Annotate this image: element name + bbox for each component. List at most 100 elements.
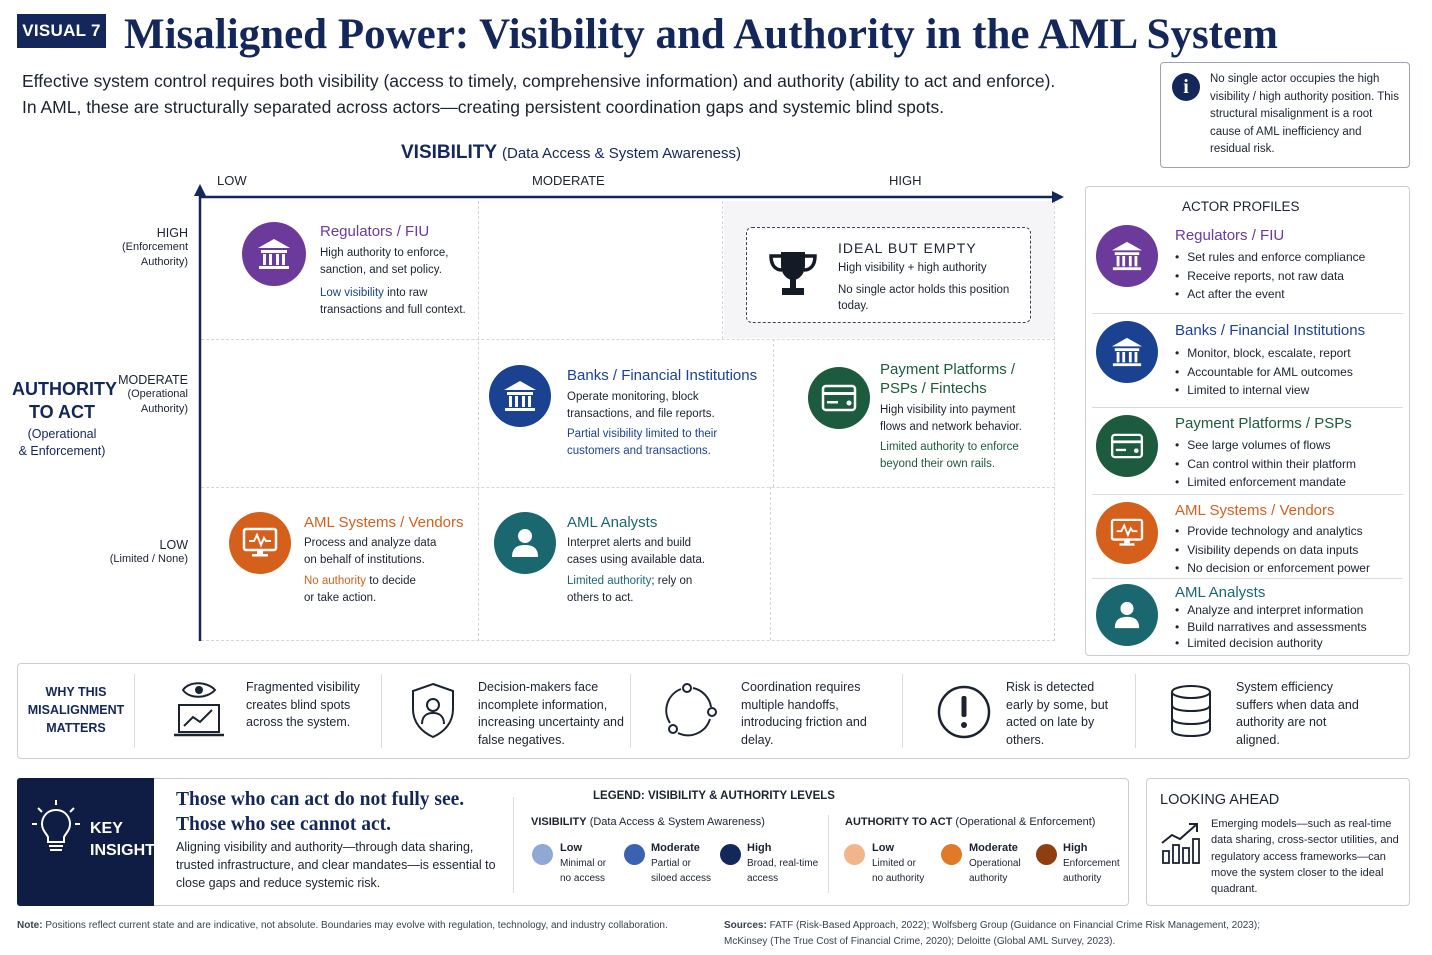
profile-bullet: Analyze and interpret information (1175, 602, 1367, 619)
footer-sources-label: Sources: (724, 920, 767, 931)
profile-bullet: Accountable for AML outcomes (1175, 363, 1353, 382)
cycle-icon (665, 683, 717, 737)
authority-title-line1: AUTHORITY (12, 379, 117, 399)
ideal-line-2: No single actor holds this position (838, 283, 1010, 296)
user-icon (1096, 584, 1158, 646)
legend-divider (513, 797, 514, 893)
looking-ahead-title: LOOKING AHEAD (1160, 792, 1280, 808)
legend-auth-moderate-name: Moderate (969, 842, 1018, 854)
banks-highlight-1: Partial visibility limited to their (567, 428, 718, 440)
profile-name: Payment Platforms / PSPs (1175, 415, 1352, 432)
ideal-line-3: today. (838, 300, 869, 312)
monitor-chart-icon (229, 512, 291, 574)
legend-title: LEGEND: VISIBILITY & AUTHORITY LEVELS (593, 790, 835, 802)
actor-profiles-panel: ACTOR PROFILES Regulators / FIU Set rule… (1085, 186, 1410, 656)
legend-swatch-auth-moderate (941, 844, 962, 865)
y-level-moderate-sub1: (Operational (127, 388, 188, 400)
footer-note: Note: Positions reflect current state an… (17, 918, 668, 934)
legend-desc-1: Operational (969, 858, 1021, 869)
why-item-text: System efficiency suffers when data and … (1236, 680, 1359, 748)
y-level-high-sub1: (Enforcement (121, 241, 188, 253)
legend-desc-1: Broad, real-time (747, 858, 819, 869)
profile-bullet: Limited to internal view (1175, 381, 1353, 400)
payments-title: Payment Platforms / PSPs / Fintechs (880, 360, 1015, 398)
regulators-body: High authority to enforce, sanction, and… (320, 245, 466, 318)
legend-swatch-vis-high (720, 844, 741, 865)
legend-divider (828, 815, 829, 893)
profile-bullet: Receive reports, not raw data (1175, 267, 1365, 286)
y-level-moderate-sub2: Authority) (140, 403, 188, 415)
regulators-highlight: Low visibility (320, 287, 384, 299)
why-item-text: Decision-makers face incomplete informat… (478, 680, 624, 748)
legend-auth-sub: (Operational & Enforcement) (955, 816, 1096, 828)
grid-line (478, 201, 479, 641)
legend-vis-moderate-name: Moderate (651, 842, 700, 854)
why-divider (630, 674, 631, 748)
monitor-chart-icon (1096, 502, 1158, 564)
payments-highlight-2: beyond their own rails. (880, 457, 996, 470)
profile-bullet: No decision or enforcement power (1175, 559, 1370, 578)
why-divider (1135, 674, 1136, 748)
legend-swatch-vis-low (532, 844, 553, 865)
regulators-rest-2: transactions and full context. (320, 303, 466, 316)
grid-line (201, 640, 1055, 641)
intro-line-1: Effective system control requires both v… (22, 71, 1056, 91)
lightbulb-icon (32, 800, 80, 851)
profile-bullet: Limited enforcement mandate (1175, 473, 1356, 492)
footer-sources-2: McKinsey (The True Cost of Financial Cri… (724, 935, 1116, 947)
key-insight-badge: KEY INSIGHT (17, 778, 155, 906)
profile-bullet: Can control within their platform (1175, 455, 1356, 474)
aml-systems-title: AML Systems / Vendors (304, 514, 464, 531)
eye-chart-icon (174, 682, 224, 737)
profile-divider (1092, 578, 1403, 579)
key-insight-label-1: KEY (90, 820, 123, 837)
regulators-title: Regulators / FIU (320, 223, 430, 240)
insight-quote: Those who can act do not fully see. Thos… (176, 787, 464, 837)
analysts-rest-2: others to act. (567, 591, 634, 604)
legend-authority-head: AUTHORITY TO ACT (Operational & Enforcem… (845, 816, 1095, 828)
aml-systems-rest-1: to decide (366, 575, 416, 587)
authority-axis-title: AUTHORITY TO ACT (Operational & Enforcem… (12, 378, 117, 460)
legend-desc-2: no access (560, 873, 606, 884)
regulators-rest-1: into raw (383, 287, 428, 299)
legend-visibility-head: VISIBILITY (Data Access & System Awarene… (531, 816, 765, 828)
legend-desc-1: Enforcement (1063, 858, 1120, 869)
profile-bullet: Set rules and enforce compliance (1175, 248, 1365, 267)
legend-vis-head: VISIBILITY (531, 816, 587, 828)
grid-line (201, 487, 1055, 488)
payments-title-2: PSPs / Fintechs (880, 380, 987, 397)
growth-chart-icon (1161, 823, 1200, 864)
x-level-high: HIGH (889, 173, 922, 188)
aml-systems-rest-2: or take action. (304, 591, 377, 604)
legend-vis-sub: (Data Access & System Awareness) (589, 816, 765, 828)
legend-desc-2: authority (1063, 873, 1102, 884)
legend-vis-low-name: Low (560, 842, 582, 854)
analysts-highlight: Limited authority (567, 575, 652, 587)
insight-body: Aligning visibility and authority—throug… (176, 840, 496, 890)
insight-quote-1: Those who can act do not fully see. (176, 789, 465, 810)
why-divider (902, 674, 903, 748)
analysts-body-1: Interpret alerts and build (567, 537, 692, 549)
actor-profiles-title: ACTOR PROFILES (1182, 199, 1300, 214)
visibility-axis-title: VISIBILITY (Data Access & System Awarene… (401, 142, 741, 164)
authority-subtitle-line2: & Enforcement) (18, 444, 106, 458)
aml-systems-body-1: Process and analyze data (304, 537, 437, 549)
x-level-moderate: MODERATE (532, 173, 605, 188)
legend-vis-high-desc: Broad, real-time access (747, 856, 818, 886)
payments-body: High visibility into payment flows and n… (880, 402, 1022, 472)
x-level-low: LOW (217, 173, 247, 188)
regulators-body-2: sanction, and set policy. (320, 263, 442, 276)
legend-vis-high-name: High (747, 842, 772, 854)
legend-desc-2: access (747, 873, 779, 884)
profile-divider (1092, 407, 1403, 408)
alert-icon (937, 685, 991, 739)
why-item-text: Coordination requires multiple handoffs,… (741, 680, 867, 748)
y-level-moderate: MODERATE (Operational Authority) (110, 373, 188, 417)
legend-auth-low-name: Low (872, 842, 894, 854)
callout-text: No single actor occupies the high visibi… (1210, 73, 1399, 156)
legend-swatch-auth-high (1036, 844, 1057, 865)
payments-body-1: High visibility into payment (880, 404, 1016, 416)
legend-desc-2: siloed access (651, 873, 712, 884)
